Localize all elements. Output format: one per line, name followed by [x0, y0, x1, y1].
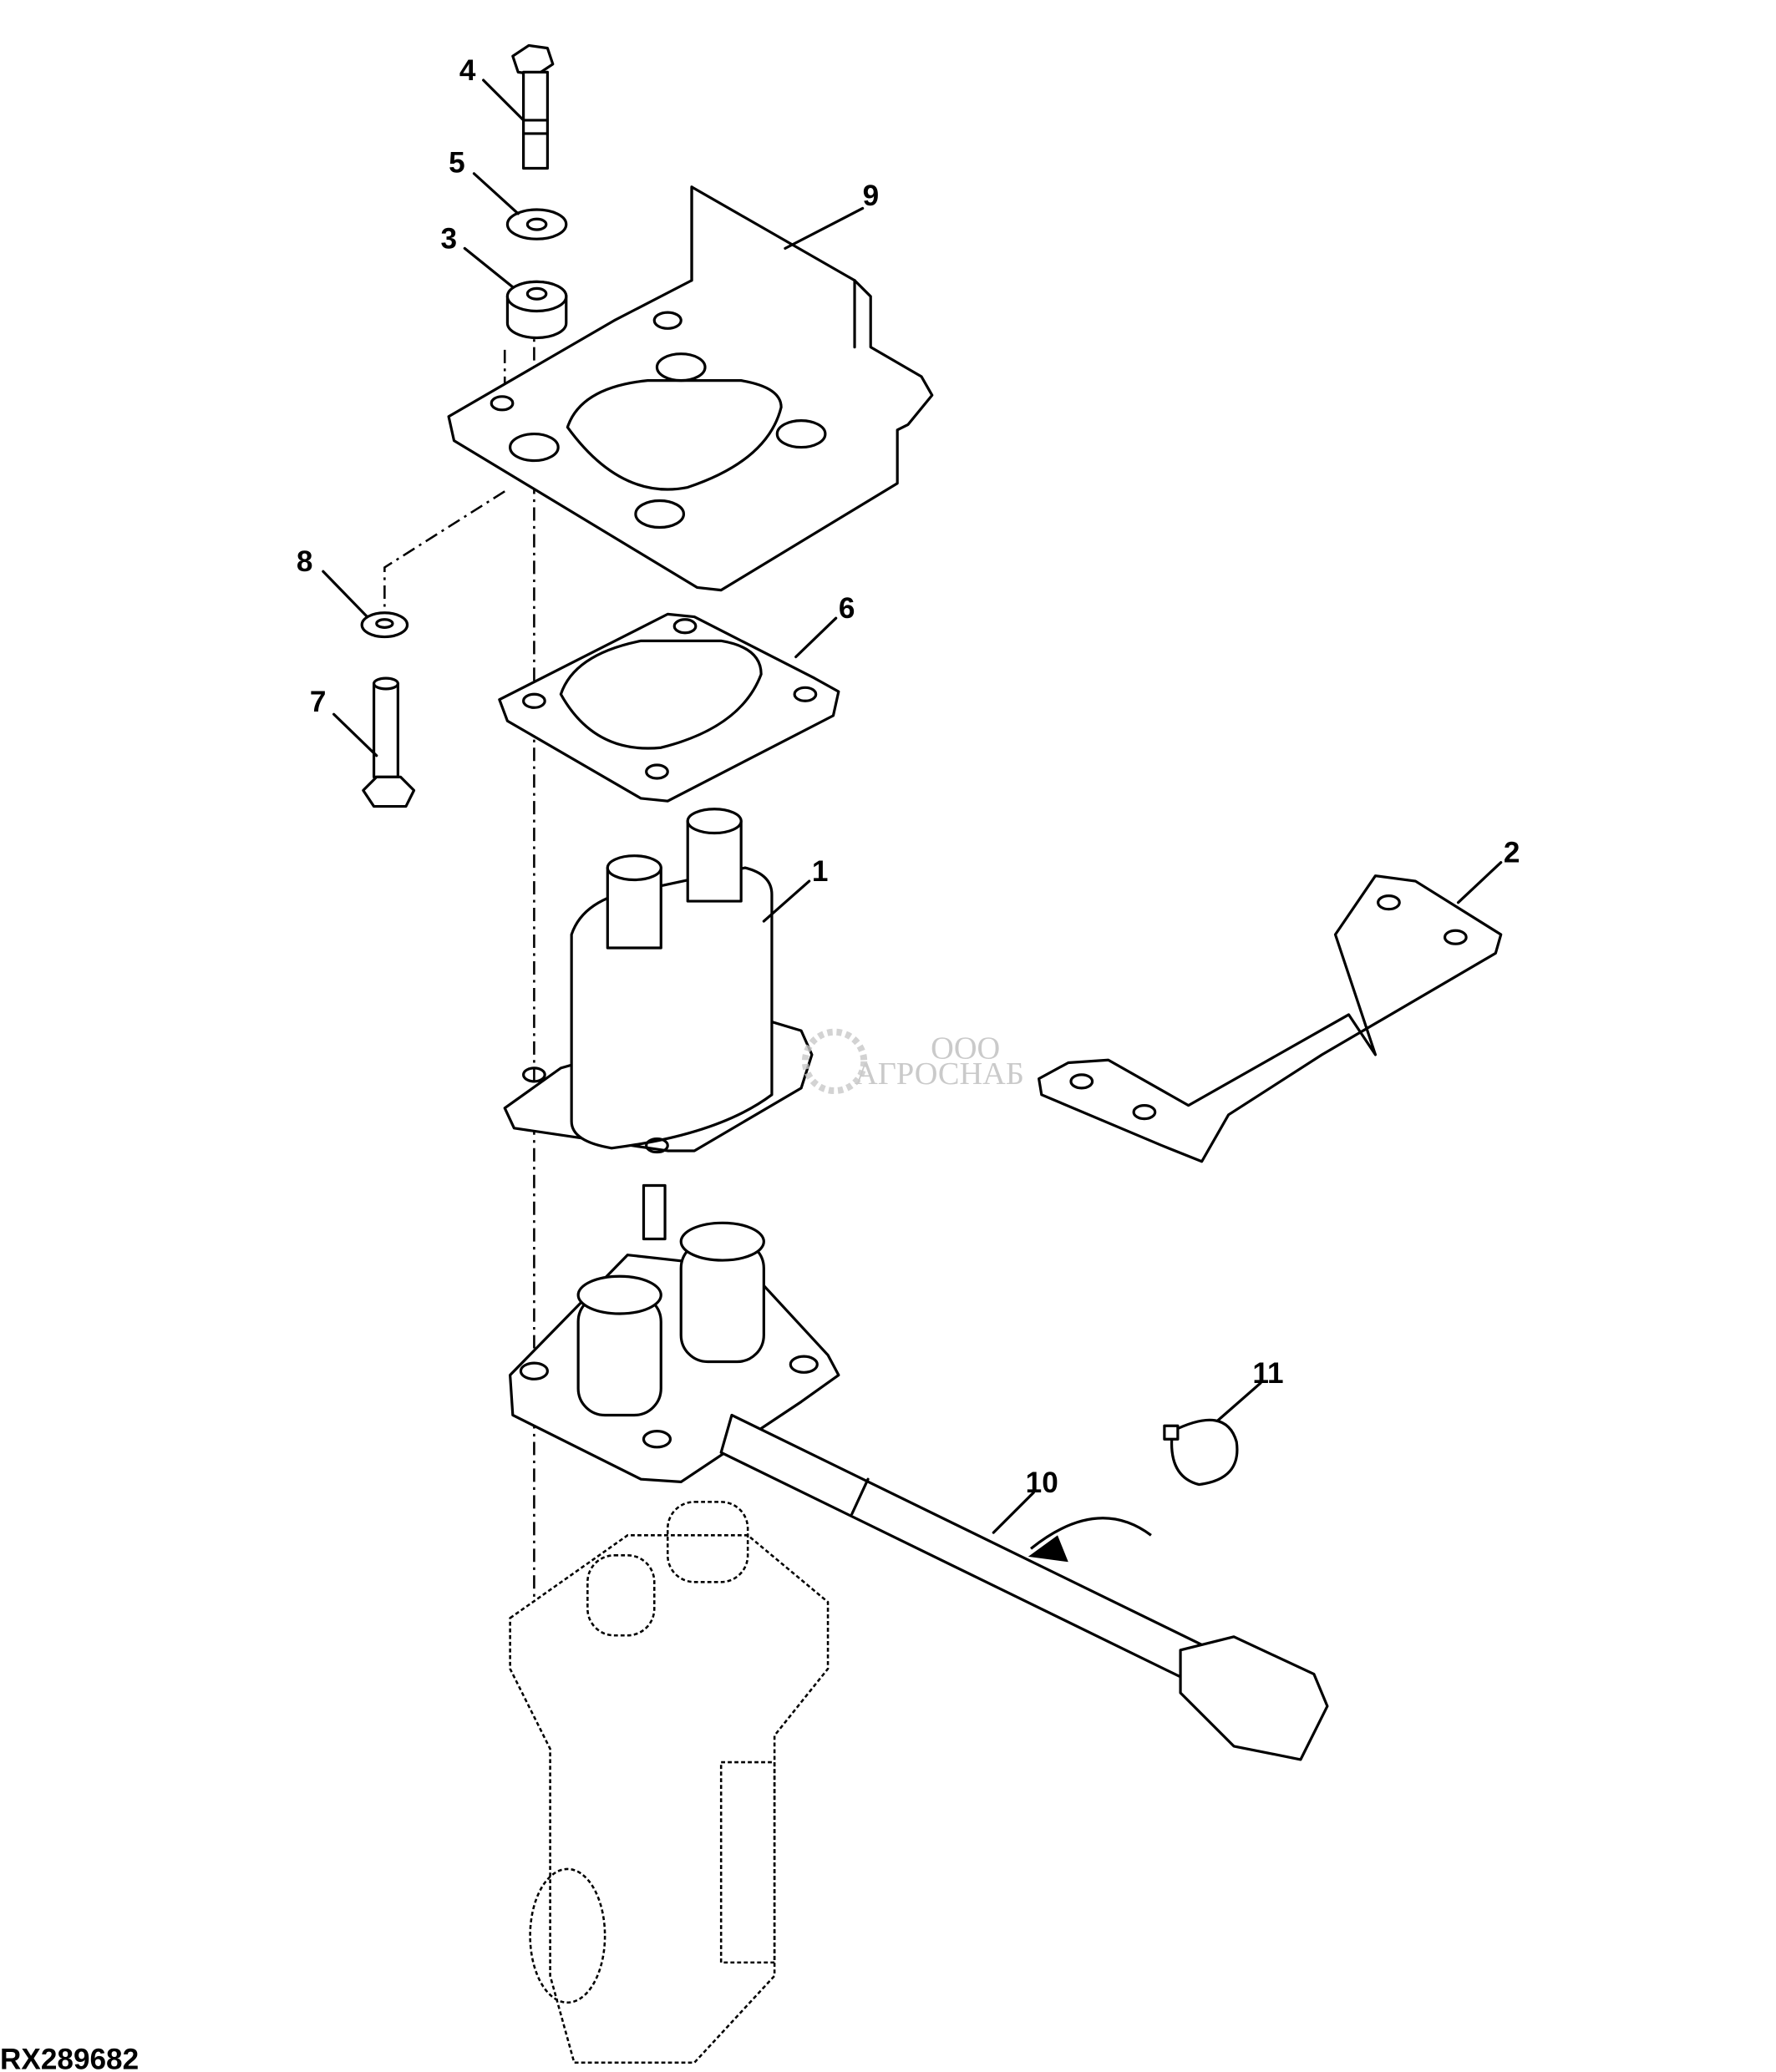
figure-id: RX289682: [0, 2044, 139, 2072]
part-1-solenoid: [503, 808, 814, 1154]
part-7-bolt: [362, 676, 416, 808]
part-5-washer: [505, 208, 568, 241]
callout-5: 5: [449, 146, 465, 179]
part-11-clamp: [1163, 1418, 1239, 1487]
phantom-valve-body: [509, 1501, 830, 2064]
part-8-washer: [360, 611, 409, 639]
part-6-gasket: [498, 612, 840, 803]
agrosnab-watermark-logo: ООО АГРОСНАБ: [801, 1028, 1024, 1095]
callout-8: 8: [297, 545, 313, 578]
part-3-grommet: [505, 280, 568, 340]
callout-1: 1: [812, 855, 829, 888]
part-connector-base: [509, 1183, 840, 1483]
callout-9: 9: [863, 180, 880, 212]
watermark-name: АГРОСНАБ: [855, 1056, 1024, 1092]
watermark-prefix: ООО: [931, 1031, 1000, 1066]
part-9-shield-plate: [447, 185, 934, 592]
part-10-harness: [719, 1413, 1329, 1761]
callout-10: 10: [1026, 1467, 1058, 1499]
callout-6: 6: [839, 592, 855, 625]
alignment-line-bolt7: [383, 490, 505, 615]
leader-lines: [322, 79, 1503, 1534]
callout-4: 4: [459, 54, 476, 87]
callout-2: 2: [1504, 837, 1520, 869]
callout-11: 11: [1252, 1357, 1283, 1390]
part-4-bolt: [511, 43, 555, 170]
callout-7: 7: [310, 686, 327, 718]
part-2-bracket: [1038, 874, 1503, 1163]
callout-3: 3: [441, 222, 458, 255]
